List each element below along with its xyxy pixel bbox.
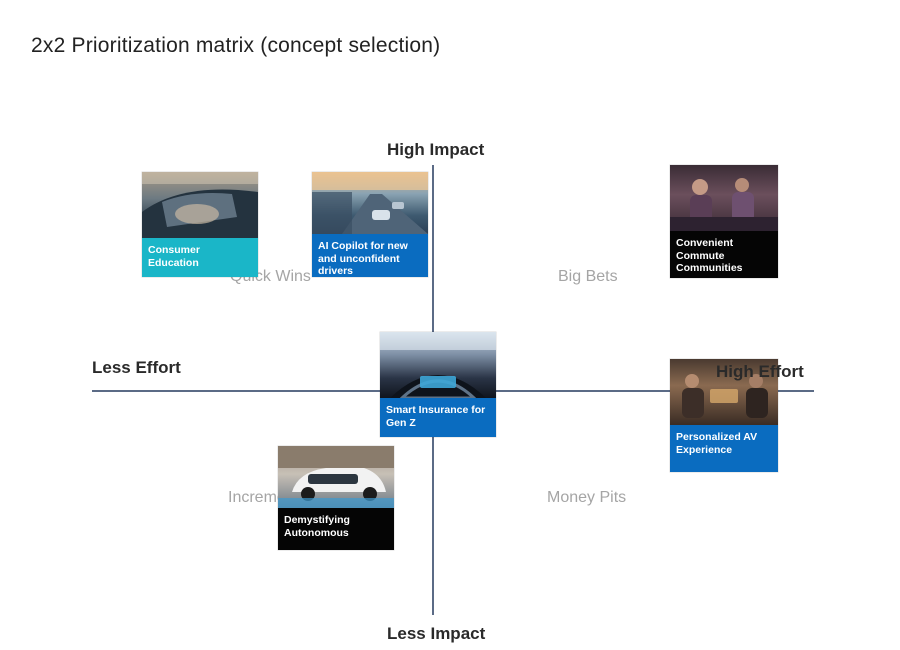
dashboard-photo-icon: [142, 172, 258, 238]
car-dashboard-photo-icon: [380, 332, 496, 398]
quadrant-label-money-pits: Money Pits: [547, 489, 627, 506]
axis-label-less-effort: Less Effort: [92, 358, 181, 377]
concept-caption-demystifying-autonomous: Demystifying Autonomous: [278, 508, 394, 550]
autonomous-car-photo-icon: [278, 446, 394, 508]
quadrant-label-big-bets: Big Bets: [558, 268, 618, 285]
concept-caption-convenient-commute: Convenient Commute Communities: [670, 231, 778, 278]
passengers-photo-icon: [670, 178, 778, 231]
concept-image-demystifying-autonomous: [278, 446, 394, 508]
concept-card-demystifying-autonomous[interactable]: Demystifying Autonomous: [278, 446, 394, 550]
concept-card-smart-insurance[interactable]: Smart Insurance for Gen Z: [380, 332, 496, 437]
concept-caption-smart-insurance: Smart Insurance for Gen Z: [380, 398, 496, 437]
axis-label-high-effort: High Effort: [716, 362, 804, 381]
concept-image-personalized-av: [670, 359, 778, 425]
page-title: 2x2 Prioritization matrix (concept selec…: [31, 34, 441, 57]
concept-card-convenient-commute[interactable]: Convenient Commute Communities: [670, 165, 778, 278]
av-interior-photo-icon: [682, 374, 768, 418]
concept-card-personalized-av[interactable]: Personalized AV Experience: [670, 359, 778, 472]
concept-caption-ai-copilot: AI Copilot for new and unconfident drive…: [312, 234, 428, 277]
concept-image-smart-insurance: [380, 332, 496, 398]
concept-image-convenient-commute: [670, 165, 778, 231]
concept-caption-personalized-av: Personalized AV Experience: [670, 425, 778, 472]
concept-caption-consumer-education: Consumer Education: [142, 238, 258, 277]
axis-label-less-impact: Less Impact: [387, 624, 486, 643]
highway-photo-icon: [312, 172, 428, 234]
concept-card-ai-copilot[interactable]: AI Copilot for new and unconfident drive…: [312, 172, 428, 277]
concept-image-ai-copilot: [312, 172, 428, 234]
axis-label-high-impact: High Impact: [387, 140, 485, 159]
concept-image-consumer-education: [142, 172, 258, 238]
concept-card-consumer-education[interactable]: Consumer Education: [142, 172, 258, 277]
